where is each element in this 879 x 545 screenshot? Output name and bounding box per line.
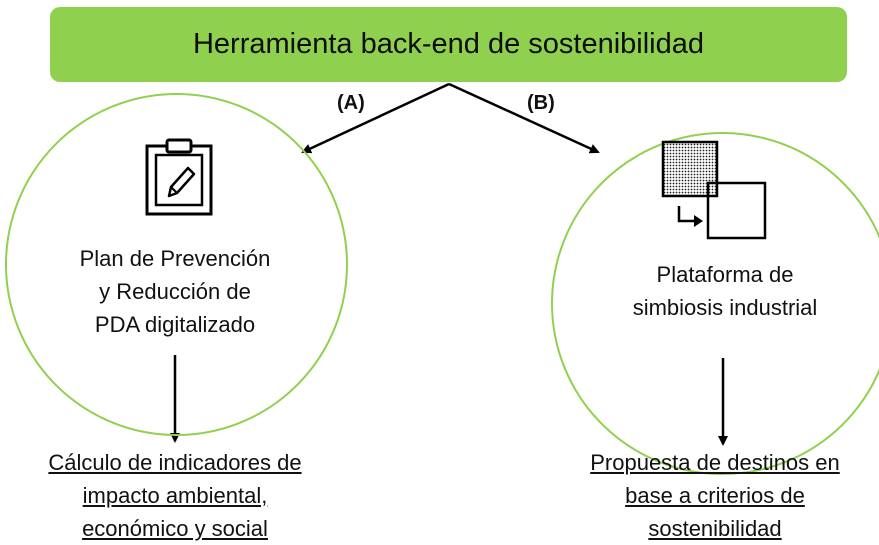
node-circle-a <box>5 93 348 436</box>
header-title: Herramienta back-end de sostenibilidad <box>192 28 704 60</box>
header-banner: Herramienta back-end de sostenibilidad <box>50 7 847 82</box>
arrow-to-b <box>448 82 600 154</box>
node-label-b: Plataforma de simbiosis industrial <box>632 262 818 320</box>
node-circle-b <box>551 132 879 475</box>
result-text-b: Propuesta de destinos en base a criterio… <box>590 450 840 541</box>
result-text-a: Cálculo de indicadores de impacto ambien… <box>48 450 302 541</box>
symbiosis-squares-icon <box>661 140 767 240</box>
arrow-to-a <box>301 82 450 154</box>
node-label-a: Plan de Prevención y Reducción de PDA di… <box>79 246 271 337</box>
branch-label-b: (B) <box>527 92 555 114</box>
branch-label-a: (A) <box>337 92 365 114</box>
clipboard-pencil-icon <box>145 138 213 216</box>
